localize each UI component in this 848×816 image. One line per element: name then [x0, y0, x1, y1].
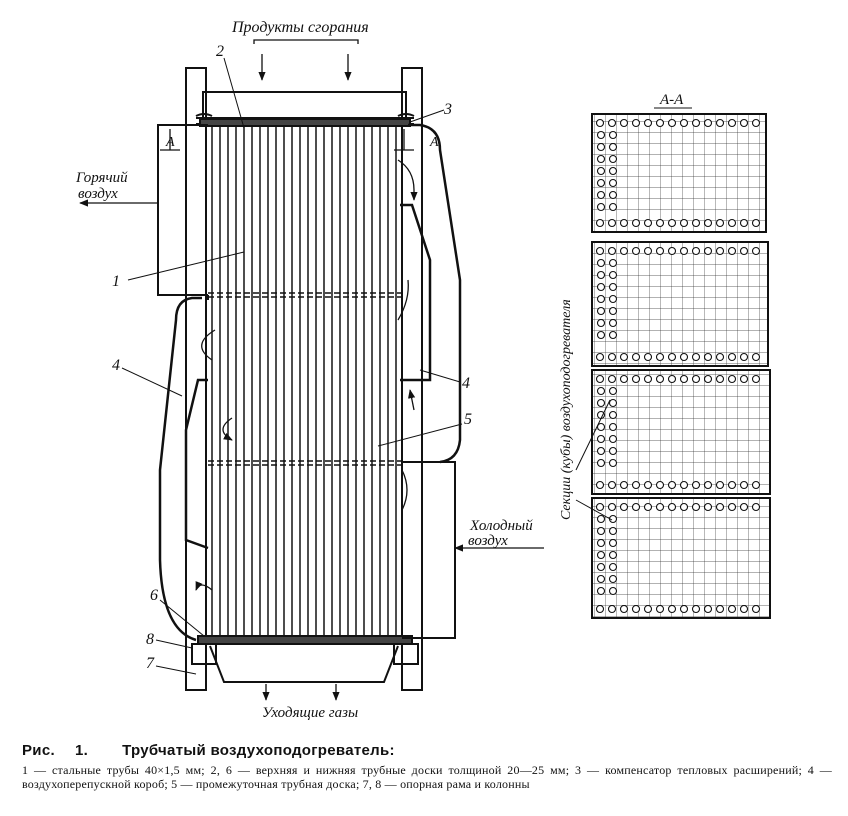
section-panel: [591, 369, 771, 495]
sections-label-leaders: [575, 399, 613, 521]
section-panel: [591, 241, 769, 367]
caption-number: 1.: [74, 742, 89, 759]
section-panel: [591, 497, 771, 619]
intermediate-tube-sheet: [208, 292, 404, 466]
tube-bundle: [211, 126, 397, 636]
callout-7: 7: [146, 655, 155, 672]
bypass-box-right: [400, 123, 462, 464]
flow-arrows: [79, 39, 544, 701]
label-section-mark-left: A: [165, 135, 175, 150]
lower-tube-sheet: [191, 635, 419, 665]
leader-lines: [121, 57, 463, 675]
bypass-box-left: [158, 296, 209, 642]
callout-1: 1: [112, 273, 120, 290]
sections-label: Секции (кубы) воздухоподогревателя: [559, 299, 574, 520]
section-panel: [591, 113, 767, 233]
callout-4-left: 4: [112, 357, 120, 374]
upper-tube-sheet: [195, 113, 415, 127]
caption-prefix: Рис.: [22, 742, 55, 759]
label-top-flow: Продукты сгорания: [231, 19, 369, 36]
label-hot-air-1: Горячий: [75, 170, 128, 186]
bottom-hood: [209, 645, 399, 683]
callout-4-right: 4: [462, 375, 470, 392]
callout-6: 6: [150, 587, 158, 604]
label-cold-air-1: Холодный: [469, 518, 533, 534]
caption-title: Рис. 1. Трубчатый воздухоподогреватель:: [22, 742, 832, 759]
callout-8: 8: [146, 631, 154, 648]
label-hot-air-2: воздух: [78, 186, 118, 202]
section-title: А-А: [659, 92, 684, 108]
label-exhaust: Уходящие газы: [262, 705, 358, 721]
callout-5: 5: [464, 411, 472, 428]
figure-caption: Рис. 1. Трубчатый воздухоподогреватель: 1 …: [22, 742, 832, 791]
cold-air-duct: [402, 461, 456, 639]
caption-legend: 1 — стальные трубы 40×1,5 мм; 2, 6 — вер…: [22, 763, 832, 791]
label-section-mark-right: A: [429, 135, 439, 150]
cross-sections: [591, 113, 771, 619]
callout-3: 3: [443, 101, 452, 118]
air-heater-diagram: Продукты сгорания Горячий воздух Холодны…: [75, 19, 771, 721]
support-columns: [185, 67, 423, 691]
hot-air-duct: [157, 124, 209, 300]
callout-2: 2: [216, 43, 224, 60]
caption-title-text: Трубчатый воздухоподогреватель:: [122, 742, 395, 759]
label-cold-air-2: воздух: [468, 533, 508, 549]
